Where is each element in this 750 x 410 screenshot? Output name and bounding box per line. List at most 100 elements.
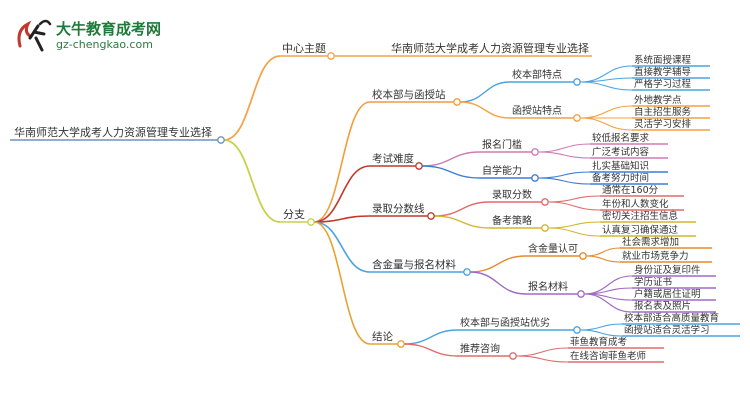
- leaf-node[interactable]: 系统面授课程: [634, 54, 692, 66]
- subcategory-expand-dot[interactable]: [579, 252, 587, 260]
- root-node[interactable]: 华南师范大学成考人力资源管理专业选择: [14, 125, 212, 139]
- edge-leaf: [537, 177, 591, 185]
- site-logo[interactable]: 大牛教育成考网 gz-chengkao.com: [14, 16, 184, 54]
- subcategory-expand-dot[interactable]: [573, 78, 581, 86]
- subcategory-expand-dot[interactable]: [573, 114, 581, 122]
- leaf-node[interactable]: 就业市场竞争力: [622, 250, 689, 262]
- edge-leaf: [515, 355, 569, 363]
- edge-subcategory: [433, 215, 491, 229]
- edge-subcategory: [469, 271, 527, 295]
- leaf-node[interactable]: 函授站适合灵活学习: [624, 324, 710, 336]
- edge-leaf: [547, 201, 601, 211]
- leaf-node[interactable]: 菲鱼教育成考: [570, 336, 627, 348]
- subcategory-expand-dot[interactable]: [531, 174, 539, 182]
- edge-leaf: [585, 247, 621, 257]
- leaf-node[interactable]: 户籍或居住证明: [634, 288, 701, 300]
- ox-logo-icon: [17, 19, 52, 52]
- category-node[interactable]: 含金量与报名材料: [372, 258, 456, 271]
- leaf-node[interactable]: 广泛考试内容: [592, 146, 650, 158]
- category-expand-dot[interactable]: [427, 212, 435, 220]
- edge-branch-0: [313, 101, 371, 223]
- leaf-node[interactable]: 年份和人数变化: [602, 198, 669, 210]
- leaf-node[interactable]: 身份证及复印件: [634, 264, 701, 276]
- category-node[interactable]: 考试难度: [372, 152, 414, 165]
- edge-leaf: [579, 329, 623, 337]
- subcategory-expand-dot[interactable]: [509, 352, 517, 360]
- category-node[interactable]: 录取分数线: [372, 202, 425, 215]
- edge-subcategory: [469, 255, 527, 273]
- edge-branch-3: [313, 221, 371, 273]
- subcategory-node[interactable]: 含金量认可: [528, 242, 578, 255]
- leaf-node[interactable]: 外地教学点: [634, 94, 682, 106]
- leaf-node[interactable]: 直接教学辅导: [634, 66, 691, 78]
- leaf-node[interactable]: 密切关注招生信息: [602, 210, 678, 222]
- category-expand-dot[interactable]: [415, 162, 423, 170]
- subcategory-expand-dot[interactable]: [577, 290, 585, 298]
- subcategory-expand-dot[interactable]: [541, 224, 549, 232]
- edge-leaf: [579, 323, 623, 331]
- edge-leaf: [547, 227, 601, 237]
- subcategory-node[interactable]: 报名门槛: [482, 138, 522, 151]
- edge-leaf: [537, 151, 591, 159]
- main-topic-expand-dot[interactable]: [327, 52, 335, 60]
- edge-subcategory: [459, 101, 511, 119]
- edge-leaf: [579, 105, 633, 119]
- category-expand-dot[interactable]: [463, 268, 471, 276]
- edge-leaf: [579, 77, 633, 83]
- leaf-node[interactable]: 备考努力时间: [592, 172, 649, 184]
- edge-branch-4: [313, 221, 371, 345]
- subcategory-node[interactable]: 报名材料: [528, 280, 568, 293]
- leaf-node[interactable]: 校本部适合高质量教育: [624, 312, 719, 324]
- edge-leaf: [515, 347, 569, 357]
- leaf-node[interactable]: 报名表及照片: [634, 300, 691, 312]
- subcategory-expand-dot[interactable]: [573, 326, 581, 334]
- branch-node[interactable]: 分支: [283, 208, 305, 221]
- subcategory-expand-dot[interactable]: [541, 198, 549, 206]
- leaf-node[interactable]: 较低报名要求: [592, 132, 650, 144]
- leaf-node[interactable]: 严格学习过程: [634, 78, 692, 90]
- category-node[interactable]: 结论: [372, 330, 393, 343]
- leaf-node[interactable]: 扎实基础知识: [592, 160, 649, 172]
- edge-subcategory: [403, 343, 459, 357]
- subcategory-node[interactable]: 函授站特点: [512, 104, 562, 117]
- leaf-node[interactable]: 在线咨询菲鱼老师: [570, 350, 646, 362]
- site-name: 大牛教育成考网: [56, 20, 162, 38]
- site-url: gz-chengkao.com: [56, 38, 153, 51]
- leaf-node[interactable]: 自主招生服务: [634, 106, 692, 118]
- subcategory-node[interactable]: 推荐咨询: [460, 342, 500, 355]
- category-node[interactable]: 校本部与函授站: [372, 88, 446, 101]
- edge-subcategory: [403, 329, 459, 345]
- leaf-node[interactable]: 灵活学习安排: [634, 118, 692, 130]
- root-expand-dot[interactable]: [217, 136, 225, 144]
- edge-leaf: [585, 255, 621, 263]
- subcategory-node[interactable]: 校本部与函授站优劣: [460, 316, 550, 329]
- leaf-node[interactable]: 通常在160分: [602, 184, 659, 196]
- edge-subcategory: [421, 151, 481, 167]
- edge-subcategory: [459, 81, 511, 103]
- edge-branch-2: [313, 215, 371, 223]
- edge-leaf: [537, 143, 591, 153]
- subcategory-expand-dot[interactable]: [531, 148, 539, 156]
- subcategory-node[interactable]: 备考策略: [492, 214, 532, 227]
- edge-root-main-topic: [223, 55, 281, 141]
- edge-leaf: [583, 293, 633, 313]
- leaf-node[interactable]: 社会需求增加: [622, 236, 679, 248]
- leaf-node[interactable]: 认真复习确保通过: [602, 224, 679, 236]
- edge-subcategory: [421, 165, 481, 179]
- subcategory-node[interactable]: 校本部特点: [512, 68, 562, 81]
- branch-expand-dot[interactable]: [307, 218, 315, 226]
- edge-leaf: [547, 221, 601, 229]
- edge-leaf: [547, 195, 601, 203]
- main-topic-node[interactable]: 中心主题: [282, 42, 326, 55]
- edge-leaf: [579, 117, 633, 131]
- leaf-node[interactable]: 学历证书: [634, 276, 673, 288]
- category-expand-dot[interactable]: [397, 340, 405, 348]
- subcategory-node[interactable]: 录取分数: [492, 188, 532, 201]
- edge-leaf: [537, 171, 591, 179]
- edge-root-branch: [223, 139, 281, 223]
- category-expand-dot[interactable]: [453, 98, 461, 106]
- main-topic-child-node[interactable]: 华南师范大学成考人力资源管理专业选择: [391, 41, 589, 55]
- edge-subcategory: [433, 201, 491, 217]
- subcategory-node[interactable]: 自学能力: [482, 164, 522, 177]
